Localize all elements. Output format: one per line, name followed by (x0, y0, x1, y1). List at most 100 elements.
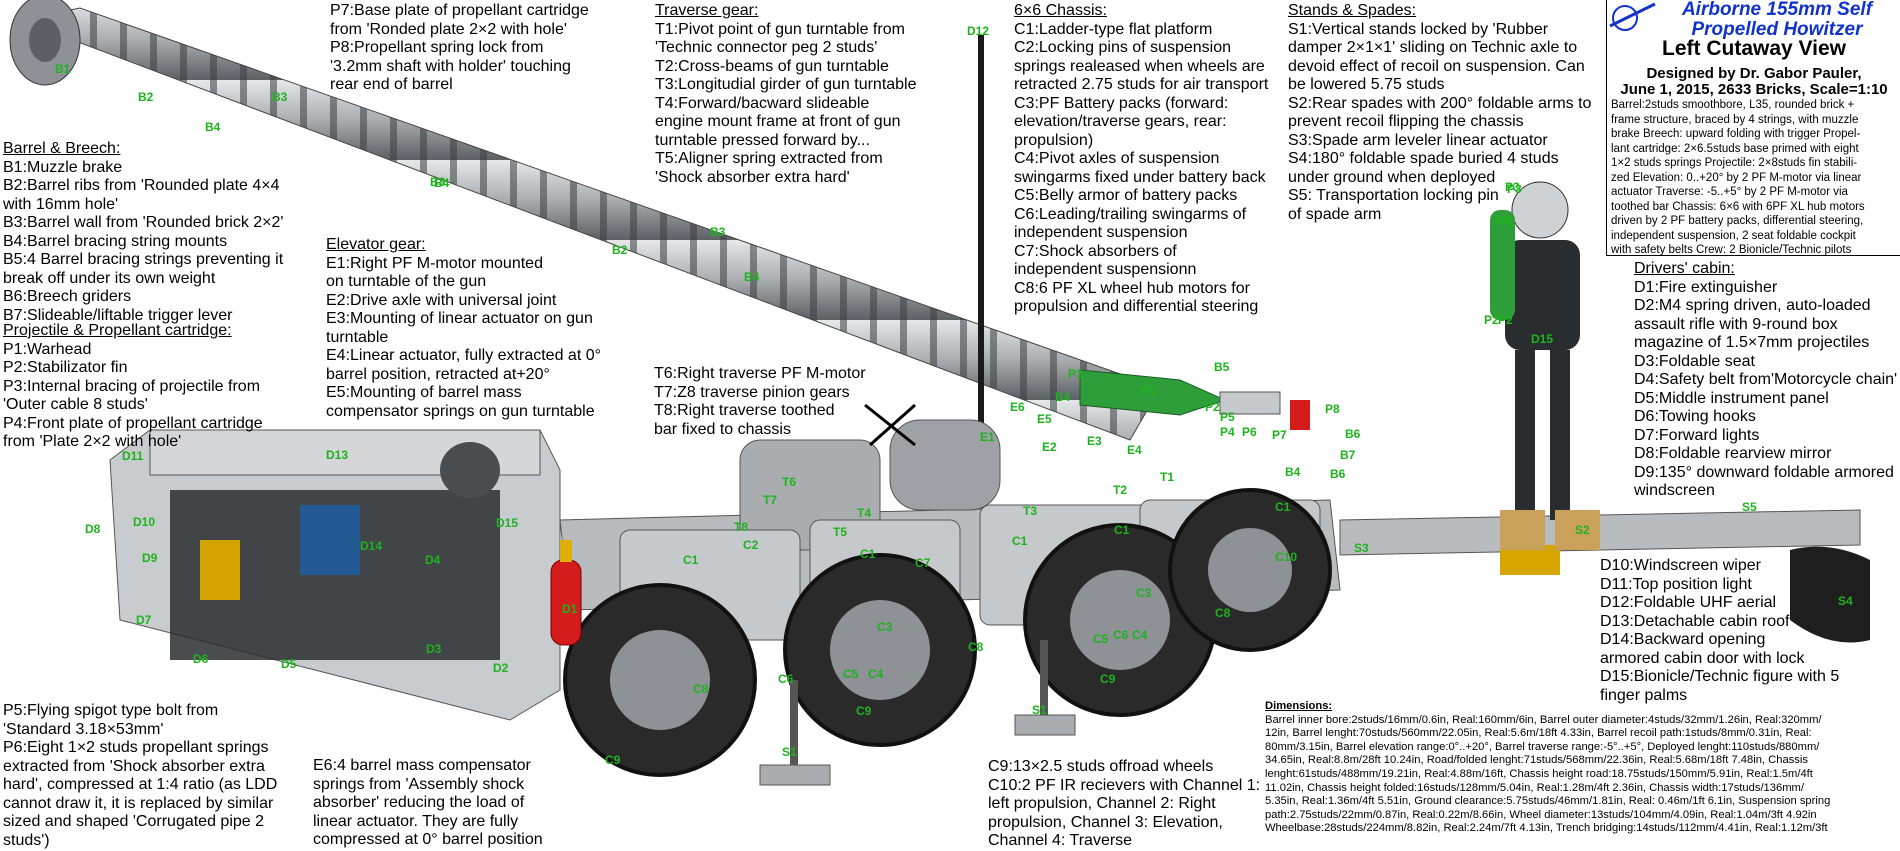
author-line: Designed by Dr. Gabor Pauler, June 1, 20… (1620, 65, 1888, 98)
part-label: P2 (1498, 313, 1513, 327)
part-label: T3 (1023, 504, 1038, 518)
legend-traverse-motor: T6:Right traverse PF M-motor T7:Z8 trave… (654, 365, 866, 438)
part-label: P3 (1505, 180, 1520, 194)
part-label: P2 (1484, 313, 1499, 327)
legend-propellant: P7:Base plate of propellant cartridge fr… (330, 2, 589, 93)
legend-elevator: Elevator gear: E1:Right PF M-motor mount… (326, 236, 601, 420)
part-label: C8 (693, 682, 709, 696)
part-label: B4 (744, 270, 760, 284)
part-label: C7 (915, 556, 931, 570)
part-label: C6 (778, 672, 794, 686)
part-label: B4 (205, 120, 221, 134)
part-label: D15 (496, 516, 519, 530)
part-label: S3 (1354, 541, 1369, 555)
part-label: S2 (1575, 523, 1590, 537)
part-label: C4 (1132, 628, 1148, 642)
part-label: B6 (1345, 427, 1361, 441)
part-label: C3 (877, 620, 893, 634)
part-label: P1 (1140, 384, 1155, 398)
part-label: C1 (1275, 500, 1291, 514)
part-label: B4 (1055, 390, 1071, 404)
part-label: P5 (1220, 410, 1235, 424)
part-label: C4 (868, 667, 884, 681)
part-label: B7 (1340, 448, 1356, 462)
part-label: C9 (1100, 672, 1116, 686)
dimensions-panel: Dimensions: Barrel inner bore:2studs/16m… (1265, 700, 1831, 835)
part-label: D9 (142, 551, 158, 565)
part-label: P7 (1272, 428, 1287, 442)
legend-compensator: E6:4 barrel mass compensator springs fro… (313, 757, 543, 848)
uhf-aerial (978, 35, 984, 455)
part-label: D4 (425, 553, 441, 567)
fire-extinguisher (550, 540, 582, 646)
part-label: B5 (1214, 360, 1230, 374)
part-label: E3 (1087, 434, 1102, 448)
part-label: D8 (85, 522, 101, 536)
part-label: C5 (1093, 632, 1109, 646)
part-label: D6 (193, 652, 209, 666)
header-panel: Airborne 155mm Self Propelled Howitzer L… (1606, 0, 1900, 256)
part-label: D5 (281, 657, 297, 671)
view-title: Left Cutaway View (1662, 37, 1846, 60)
part-label: D1 (562, 602, 578, 616)
pointer-line (864, 403, 916, 447)
part-label: S1 (1032, 703, 1047, 717)
part-label: E1 (980, 430, 995, 444)
part-label: P3 (1068, 367, 1083, 381)
part-label: D2 (493, 661, 509, 675)
part-label: C2 (743, 538, 759, 552)
part-label: S1 (782, 745, 797, 759)
barrel (9, 0, 1161, 441)
part-label: C1 (683, 553, 699, 567)
spec-summary: Barrel:2studs smoothbore, L35, rounded b… (1611, 99, 1865, 256)
part-label: C1 (1012, 534, 1028, 548)
part-label: T2 (1113, 483, 1128, 497)
bionicle-figure (1490, 181, 1600, 550)
part-label: D13 (326, 448, 349, 462)
stands (759, 640, 1076, 786)
legend-barrel: Barrel & Breech: B1:Muzzle brake B2:Barr… (3, 140, 284, 324)
part-label: P8 (1325, 402, 1340, 416)
legend-spades: Stands & Spades: S1:Vertical stands lock… (1288, 2, 1592, 223)
part-label: T4 (857, 506, 872, 520)
part-label: B2 (138, 90, 154, 104)
part-label: E5 (1037, 412, 1052, 426)
legend-chassis: 6×6 Chassis: C1:Ladder-type flat platfor… (1014, 2, 1269, 315)
part-label: B3 (272, 90, 288, 104)
part-label: E2 (1042, 440, 1057, 454)
part-label: C1 (860, 547, 876, 561)
part-label: T6 (782, 475, 797, 489)
part-label: B2 (612, 243, 628, 257)
legend-traverse: Traverse gear: T1:Pivot point of gun tur… (655, 2, 917, 186)
pointer-line (869, 403, 916, 447)
part-label: P4 (1220, 425, 1235, 439)
part-label: T1 (1160, 470, 1175, 484)
part-label: C1 (1114, 523, 1130, 537)
legend-projectile: Projectile & Propellant cartridge: P1:Wa… (3, 322, 263, 450)
part-label: C3 (1136, 586, 1152, 600)
legend-propellant-bolt: P5:Flying spigot type bolt from 'Standar… (3, 702, 278, 849)
part-label: C9 (856, 704, 872, 718)
part-label: C10 (1275, 550, 1298, 564)
part-label: B1 (55, 62, 71, 76)
part-label: D10 (133, 515, 156, 529)
part-label: P1 (1495, 213, 1510, 227)
part-label: E6 (1010, 400, 1025, 414)
part-label: D12 (967, 24, 990, 38)
part-label: E4 (1127, 443, 1142, 457)
part-label: C8 (1215, 606, 1231, 620)
part-label: D11 (122, 449, 144, 463)
part-label: B4 (434, 176, 450, 190)
legend-cabin-extra: D10:Windscreen wiper D11:Top position li… (1600, 557, 1840, 704)
page-title: Airborne 155mm Self Propelled Howitzer (1681, 0, 1873, 40)
howitzer-logo (1609, 2, 1656, 31)
part-label: D15 (1531, 332, 1554, 346)
cabin (109, 429, 561, 721)
part-label: S4 (1838, 594, 1853, 608)
legend-wheels: C9:13×2.5 studs offroad wheels C10:2 PF … (988, 758, 1261, 849)
part-label: B6 (1330, 467, 1346, 481)
part-label: C6 (1113, 628, 1129, 642)
part-label: P2 (1205, 400, 1220, 414)
part-label: C8 (968, 640, 984, 654)
